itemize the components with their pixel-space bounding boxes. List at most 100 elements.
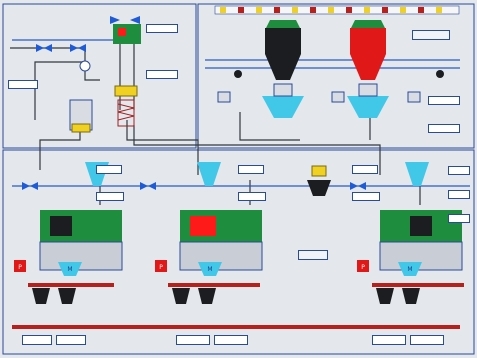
right-side-value [448, 166, 470, 175]
bin-1-hood [351, 20, 385, 28]
feeder-marker [436, 7, 442, 13]
center-tag [298, 250, 328, 260]
feeder-marker [418, 7, 424, 13]
center-bin [307, 165, 331, 196]
center-bin-gate[interactable] [311, 165, 327, 177]
bin-2-scale-cone [262, 96, 304, 118]
bin-2-cone [265, 54, 301, 80]
bin-2-hood [266, 20, 300, 28]
top-left-panel [2, 3, 197, 149]
feeder-marker [310, 7, 316, 13]
pipe [126, 120, 199, 175]
bottom-rail [12, 325, 460, 329]
discharge-cone [198, 262, 222, 276]
valve-icon[interactable] [110, 16, 120, 24]
rail [372, 283, 464, 287]
active-indicator [118, 28, 126, 36]
p-marker [155, 260, 167, 272]
right-value [428, 96, 460, 105]
right-side-value [448, 214, 470, 223]
m-marker-1-label: M [67, 266, 73, 273]
valve-icon[interactable] [30, 182, 38, 190]
green-manifold [113, 24, 141, 44]
bin-1 [347, 20, 389, 118]
bin-2-body [265, 28, 301, 54]
heater-coil-icon [117, 99, 135, 127]
motor-icon[interactable] [436, 70, 444, 78]
bin-2 [262, 20, 304, 118]
right-value [428, 124, 460, 133]
p-marker-2-label: P [159, 264, 163, 271]
valve-icon[interactable] [358, 182, 366, 190]
bottom-panel [2, 149, 475, 355]
bin-2-gate[interactable] [273, 83, 293, 97]
mixer-line-3 [357, 162, 464, 304]
mixer-drum-active [190, 216, 216, 236]
valve-icon[interactable] [22, 182, 30, 190]
bin-1-cone [350, 54, 386, 80]
rail [168, 283, 260, 287]
mixer-line-2 [155, 162, 263, 304]
feeder-marker [256, 7, 262, 13]
motor-icon[interactable] [234, 70, 242, 78]
feeder-marker [220, 7, 226, 13]
line-1-value [96, 165, 122, 174]
line-2-value [238, 192, 266, 201]
pump-icon[interactable] [79, 60, 91, 72]
top-feeder-markers [220, 7, 442, 13]
p-marker [357, 260, 369, 272]
p-marker [14, 260, 26, 272]
top-rail [214, 5, 460, 15]
feeder-marker [328, 7, 334, 13]
rail-2-button-b[interactable] [214, 335, 248, 345]
scale-icon[interactable] [217, 91, 231, 103]
p-marker-1-label: P [18, 264, 22, 271]
top-value [146, 24, 178, 33]
blue-pipe-network [12, 39, 470, 187]
valve-icon[interactable] [350, 182, 358, 190]
rail-1-button-b[interactable] [56, 335, 86, 345]
center-bin-cone [307, 180, 331, 196]
valve-icon[interactable] [78, 44, 86, 52]
yellow-valve[interactable] [114, 85, 138, 97]
rail [28, 283, 114, 287]
valve-group-bottom [22, 182, 366, 190]
feeder-marker [346, 7, 352, 13]
mixer-line-1 [14, 162, 123, 304]
pipe [34, 61, 85, 120]
pipe [39, 130, 81, 170]
rail-2-button-a[interactable] [176, 335, 210, 345]
cart-icon [32, 288, 76, 304]
right-side-value [448, 190, 470, 199]
scale-icon[interactable] [407, 91, 421, 103]
mixer-drum [410, 216, 432, 236]
line-2-value [238, 165, 264, 174]
valve-icon[interactable] [148, 182, 156, 190]
rail-1-button-a[interactable] [22, 335, 52, 345]
line-3-value [352, 165, 378, 174]
valve-icon[interactable] [140, 182, 148, 190]
m-marker-2-label: M [207, 266, 213, 273]
rail-3-button-a[interactable] [372, 335, 406, 345]
scale-icon[interactable] [331, 91, 345, 103]
heater-coil-wave [117, 103, 135, 121]
bin-1-body [350, 28, 386, 54]
feeder-marker [292, 7, 298, 13]
valve-icon[interactable] [130, 16, 140, 24]
line-1-value [96, 192, 124, 201]
valve-icon[interactable] [70, 44, 78, 52]
pipe [133, 125, 381, 175]
yellow-valve[interactable] [71, 123, 91, 133]
hopper-cone [197, 162, 221, 186]
right-top-tag [412, 30, 450, 40]
bin-1-gate[interactable] [358, 83, 378, 97]
valve-icon[interactable] [44, 44, 52, 52]
valve-icon[interactable] [36, 44, 44, 52]
rail-3-button-b[interactable] [410, 335, 444, 345]
feeder-marker [400, 7, 406, 13]
discharge-chamber [39, 241, 123, 271]
cart-icon [376, 288, 420, 304]
pipe [239, 112, 300, 141]
top-value [8, 80, 38, 89]
